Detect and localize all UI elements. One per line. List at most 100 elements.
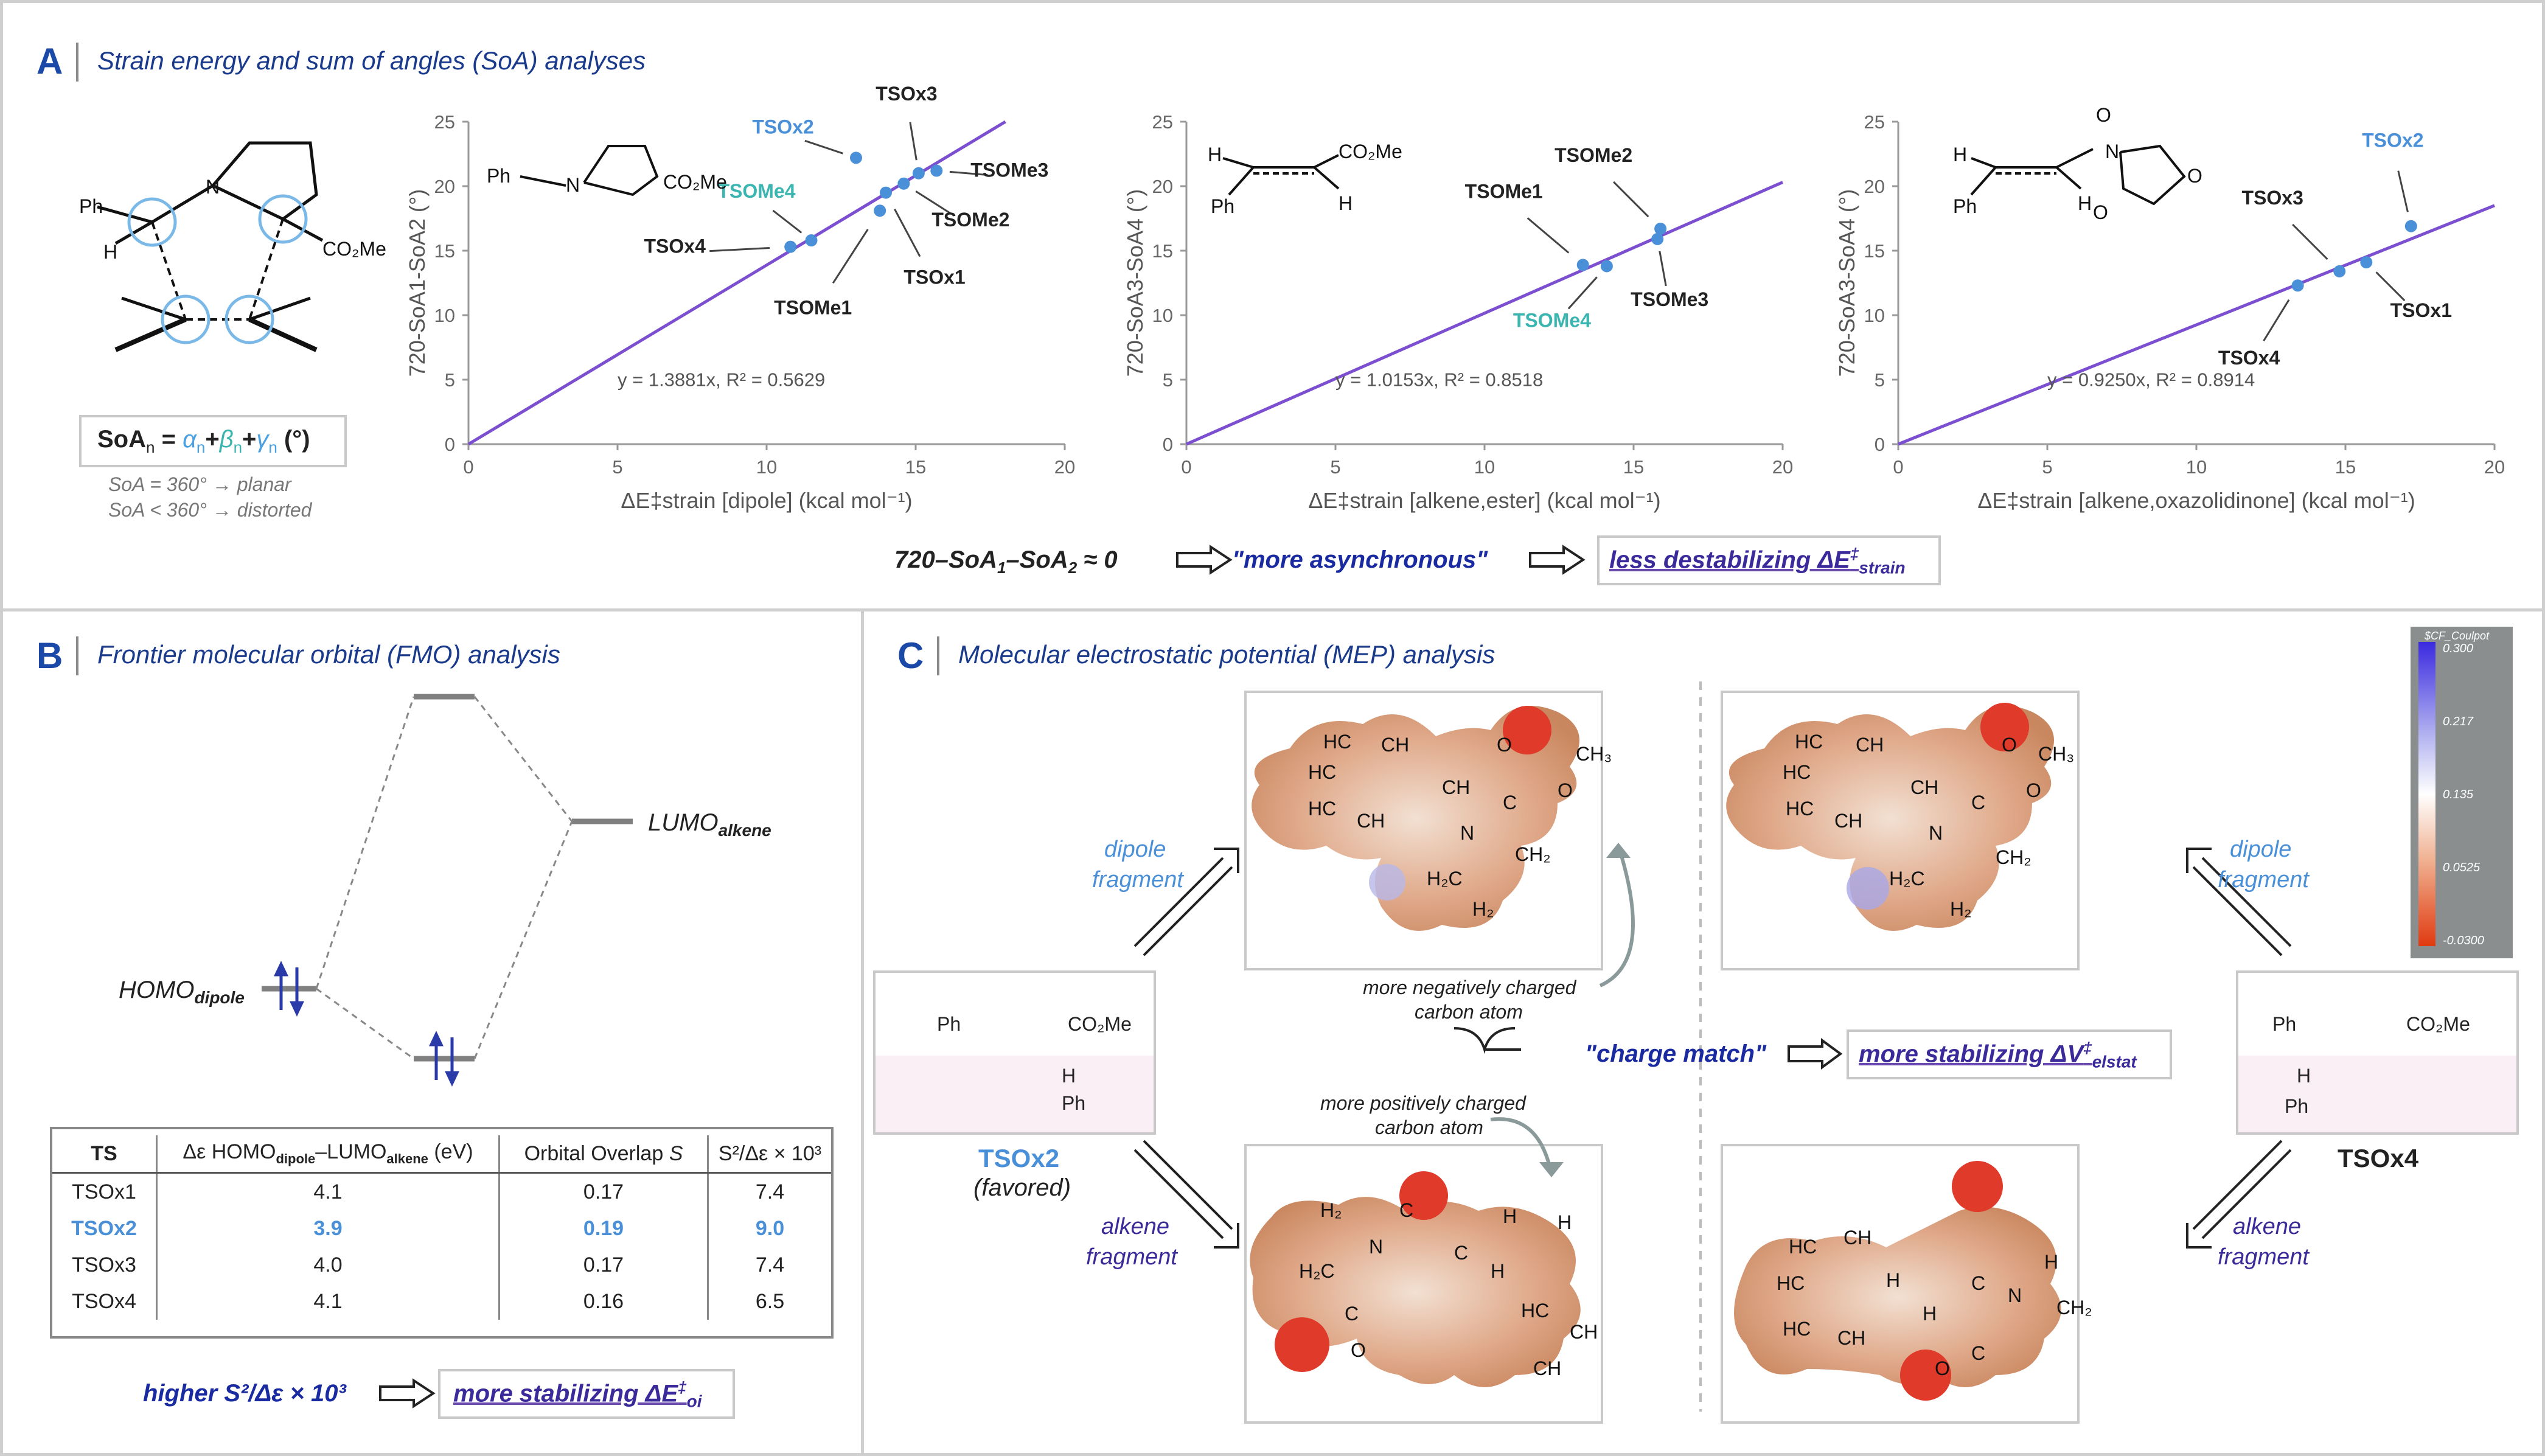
soa-gamma-sub: n	[268, 438, 277, 456]
mep-atom-label: CH₂	[1515, 843, 1551, 865]
homo-label: HOMOdipole	[119, 977, 245, 1008]
y-tick-label: 15	[1152, 240, 1173, 262]
point-leader	[949, 170, 988, 176]
soa-plus-1: +	[205, 426, 220, 453]
panel-a-result-sub: strain	[1859, 558, 1906, 577]
y-tick-label: 25	[1152, 111, 1173, 133]
fmo-cell-de: 4.0	[156, 1247, 500, 1283]
point-label: TSOx4	[2218, 347, 2280, 369]
data-point	[2291, 279, 2304, 292]
panel-a	[0, 0, 2545, 611]
charge-match-label: "charge match"	[1585, 1040, 1767, 1067]
fmo-header-s-sym: S	[669, 1141, 683, 1165]
panel-b-bottom-left: higher S²/Δε × 10³	[143, 1380, 346, 1407]
mol-bond	[1970, 166, 1997, 196]
tsox4-co2me-label: CO₂Me	[2406, 1013, 2470, 1035]
mep-atom-label: H	[1491, 1260, 1505, 1282]
point-leader	[709, 246, 770, 253]
mep-atom-label: CH	[1533, 1357, 1561, 1379]
mep-atom-label: HC	[1786, 798, 1814, 820]
panel-c-title: Molecular electrostatic potential (MEP) …	[958, 640, 1495, 669]
arrow-b	[379, 1378, 436, 1409]
electron-pair-homo-icon	[274, 961, 304, 1017]
y-tick-label: 10	[1864, 305, 1885, 326]
pos-note-2: carbon atom	[1375, 1116, 1483, 1138]
soa-alpha-sub: n	[196, 438, 206, 456]
colorbar-tick-4: -0.0300	[2443, 934, 2484, 947]
y-axis-label: 720-SoA3-SoA4 (°)	[1123, 189, 1147, 377]
mol-o3-label: O	[2093, 201, 2108, 223]
soa-formula-box	[79, 415, 347, 467]
x-tick-label: 15	[1623, 456, 1644, 478]
x-tick-label: 15	[2335, 456, 2356, 478]
frag-left-alkene-2: fragment	[1086, 1244, 1177, 1270]
x-axis-label: ΔE‡strain [dipole] (kcal mol⁻¹)	[621, 488, 912, 513]
mep-atom-label: CH	[1843, 1227, 1871, 1249]
point-label: TSOMe4	[717, 180, 795, 202]
fmo-table-box	[50, 1127, 834, 1339]
y-tick-label: 0	[1163, 434, 1173, 455]
fmo-cell-ts: TSOx1	[52, 1172, 158, 1210]
point-leader	[1613, 181, 1649, 218]
tsox2-ph2-label: Ph	[1062, 1092, 1086, 1114]
fmo-cell-ratio: 6.5	[755, 1289, 785, 1313]
mep-atom-label: C	[1503, 792, 1517, 813]
mol-ph-label: Ph	[487, 165, 510, 187]
mep-atom-label: HC	[1323, 731, 1351, 753]
panel-c-result-box	[1847, 1029, 2172, 1079]
mol-bond	[2056, 148, 2094, 169]
mep-surface-3	[1250, 1197, 1581, 1387]
mep-atom-label: O	[2026, 779, 2041, 801]
mep-atom-label: HC	[1783, 761, 1811, 783]
x-tick-label: 15	[905, 456, 926, 478]
point-label: TSOx1	[903, 266, 965, 288]
lumo-label: LUMOalkene	[648, 809, 771, 840]
y-tick-label: 5	[1875, 369, 1885, 391]
mep-atom-label: CH	[1570, 1321, 1598, 1343]
soa-unit: (°)	[277, 426, 310, 453]
soa-plus-2: +	[242, 426, 257, 453]
data-point	[2360, 256, 2373, 269]
panel-a-result: less destabilizing ΔE‡strain	[1609, 545, 1906, 577]
frag-right-alkene-2: fragment	[2218, 1244, 2309, 1270]
fmo-cell-ts: TSOx2	[52, 1210, 158, 1247]
soa-eq: =	[155, 426, 183, 453]
tsox4-ph-label: Ph	[2272, 1013, 2297, 1035]
arrow-a-1	[1176, 545, 1233, 575]
neg-note-1: more negatively charged	[1363, 977, 1576, 998]
fmo-header-ts: TS	[52, 1135, 158, 1174]
panel-b-result: more stabilizing ΔE‡oi	[453, 1378, 702, 1411]
arrow-tsox4-dipole	[2186, 848, 2292, 956]
panel-a-expression-tail: ≈ 0	[1084, 546, 1118, 573]
fmo-cell-s: 0.19	[499, 1210, 709, 1247]
data-point	[912, 167, 925, 179]
mep-atom-label: H	[2044, 1251, 2058, 1273]
mol-bond	[2055, 166, 2082, 190]
point-leader	[894, 208, 921, 257]
mep-atom-label: H₂C	[1299, 1260, 1335, 1282]
mep-atom-label: H	[1923, 1303, 1937, 1325]
panel-a-title: Strain energy and sum of angles (SoA) an…	[97, 46, 646, 75]
point-leader	[2263, 299, 2290, 342]
mep-atom-label: H₂	[1320, 1199, 1342, 1221]
fmo-cell-ratio: 7.4	[755, 1180, 785, 1203]
point-leader	[2375, 271, 2406, 302]
mep-atom-label: N	[2008, 1284, 2022, 1306]
mol-bond	[1313, 166, 1340, 190]
soa-scheme: N Ph H CO₂Me	[79, 141, 386, 352]
trend-line	[1898, 204, 2495, 446]
colorbar-title: $CF_Coulpot	[2425, 630, 2490, 642]
mep-atom-label: H₂C	[1889, 868, 1925, 890]
arrow-tsox4-alkene	[2186, 1140, 2292, 1249]
point-label: TSOMe1	[1465, 180, 1543, 202]
mep-atom-label: C	[1399, 1199, 1413, 1221]
x-tick-label: 0	[1181, 456, 1191, 478]
mep-colorbar-gradient	[2418, 642, 2435, 946]
mep-atom-label: CH	[1837, 1327, 1865, 1349]
point-label: TSOMe3	[1631, 288, 1708, 310]
y-tick-label: 0	[445, 434, 455, 455]
